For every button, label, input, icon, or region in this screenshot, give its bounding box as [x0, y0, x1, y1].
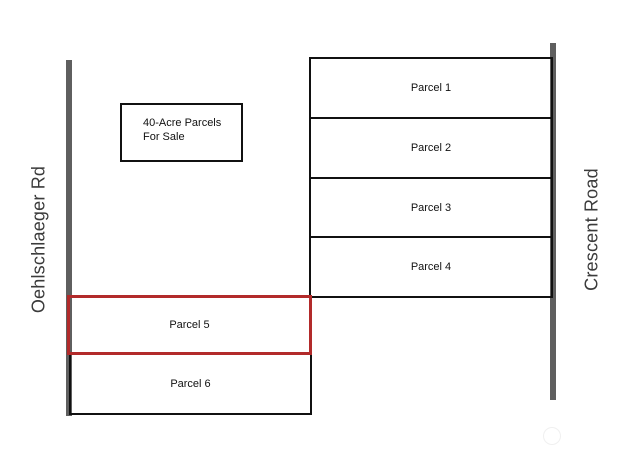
legend-box: 40-Acre Parcels For Sale [120, 103, 243, 162]
parcel-1-label: Parcel 1 [410, 82, 452, 94]
parcel-3[interactable]: Parcel 3 [309, 177, 553, 238]
crescent-road-line [550, 43, 556, 400]
parcel-5-label: Parcel 5 [169, 319, 210, 331]
parcel-3-label: Parcel 3 [410, 201, 452, 214]
parcel-6-label: Parcel 6 [170, 378, 211, 390]
oehlschlaeger-road-label: Oehlschlaeger Rd [28, 165, 49, 314]
legend-line-1: 40-Acre Parcels [143, 117, 222, 129]
crescent-road-label: Crescent Road [581, 168, 602, 291]
legend-line-2: For Sale [143, 131, 185, 143]
parcel-2[interactable]: Parcel 2 [309, 117, 553, 179]
oehlschlaeger-road-line [66, 60, 72, 416]
parcel-2-label: Parcel 2 [410, 142, 452, 154]
faint-circle-icon [543, 427, 561, 445]
parcel-1[interactable]: Parcel 1 [309, 57, 553, 119]
parcel-5[interactable]: Parcel 5 [67, 295, 312, 355]
parcel-6[interactable]: Parcel 6 [69, 353, 312, 415]
parcel-4[interactable]: Parcel 4 [309, 236, 553, 298]
parcel-4-label: Parcel 4 [410, 261, 452, 273]
